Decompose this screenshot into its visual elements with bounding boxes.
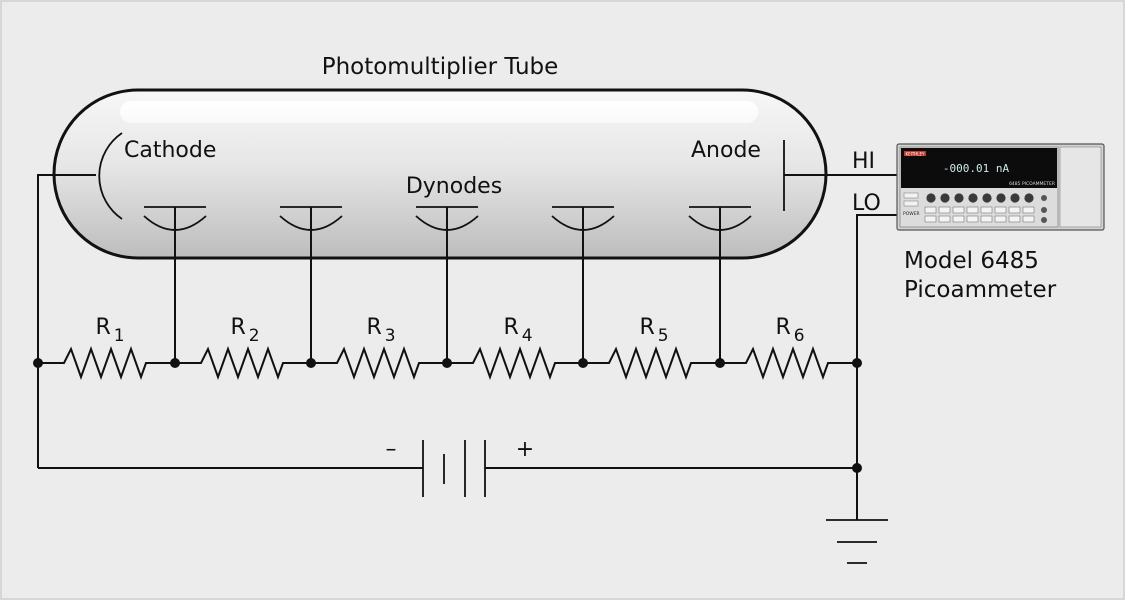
tube-glare: [120, 101, 758, 123]
anode-label: Anode: [691, 138, 761, 163]
svg-text:R1: R1: [95, 315, 124, 346]
svg-text:R4: R4: [503, 315, 532, 346]
battery: – +: [38, 437, 857, 497]
meter-display: [901, 148, 1057, 188]
resistor-r1-label: R: [95, 315, 110, 340]
resistor-r1-sub: 1: [114, 326, 125, 346]
resistor-r4-sub: 4: [522, 326, 533, 346]
meter-reading: -000.01 nA: [943, 162, 1010, 175]
hi-terminal-label: HI: [852, 149, 875, 174]
dynodes-label: Dynodes: [406, 174, 502, 199]
meter-type-label: Picoammeter: [904, 277, 1057, 303]
picoammeter: KEITHLEY -000.01 nA 6485 PICOAMMETER POW…: [896, 143, 1105, 231]
meter-button-row[interactable]: [926, 193, 1034, 203]
resistor-r5-label: R: [639, 315, 654, 340]
meter-key-grid[interactable]: [924, 206, 1035, 223]
svg-text:R5: R5: [639, 315, 668, 346]
junction-dots: [33, 358, 862, 473]
meter-model-badge: 6485 PICOAMMETER: [1009, 181, 1055, 187]
resistor-r6-sub: 6: [794, 326, 805, 346]
svg-text:R3: R3: [366, 315, 395, 346]
cathode-wire: [37, 174, 96, 468]
lo-wire: [856, 214, 900, 520]
svg-text:R6: R6: [775, 315, 804, 346]
meter-brand: KEITHLEY: [906, 152, 926, 157]
resistor-r4-label: R: [503, 315, 518, 340]
lo-terminal-label: LO: [852, 191, 881, 216]
resistor-r6-label: R: [775, 315, 790, 340]
tube-title: Photomultiplier Tube: [322, 54, 559, 80]
battery-plus-label: +: [516, 437, 534, 462]
meter-side-controls[interactable]: [903, 192, 1047, 223]
ground-symbol: [826, 519, 888, 564]
resistor-r5-sub: 5: [658, 326, 669, 346]
resistor-r3-label: R: [366, 315, 381, 340]
svg-text:R2: R2: [230, 315, 259, 346]
resistor-r3-sub: 3: [385, 326, 396, 346]
cathode-electrode: [98, 132, 123, 220]
dynode-leads: [174, 207, 721, 363]
cathode-label: Cathode: [124, 138, 216, 163]
resistor-r2-label: R: [230, 315, 245, 340]
resistor-r2-sub: 2: [249, 326, 260, 346]
battery-minus-label: –: [386, 437, 397, 462]
meter-power-label: POWER: [903, 211, 920, 217]
meter-model-label: Model 6485: [904, 248, 1039, 274]
